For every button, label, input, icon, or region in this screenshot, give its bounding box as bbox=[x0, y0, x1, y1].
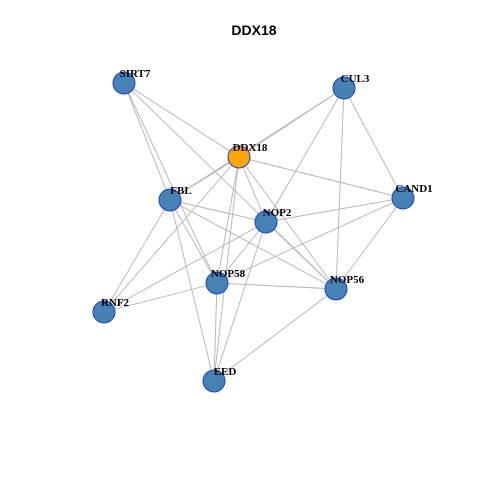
node-circle-sirt7 bbox=[112, 71, 136, 95]
node-cul3: CUL3 bbox=[332, 73, 370, 100]
edge-nop56-cand1 bbox=[335, 197, 404, 290]
edge-fbl-nop56 bbox=[169, 199, 337, 290]
node-cand1: CAND1 bbox=[391, 183, 433, 210]
edge-ddx18-nop56 bbox=[238, 156, 337, 290]
node-label-ddx18: DDX18 bbox=[233, 142, 268, 154]
graph-title: DDX18 bbox=[231, 22, 276, 38]
node-label-cand1: CAND1 bbox=[395, 183, 432, 195]
node-nop2: NOP2 bbox=[254, 207, 292, 234]
edge-nop58-eed bbox=[213, 282, 218, 382]
node-nop56: NOP56 bbox=[324, 274, 365, 301]
edge-ddx18-fbl bbox=[169, 156, 240, 201]
node-circle-cul3 bbox=[332, 76, 356, 100]
edge-fbl-nop2 bbox=[169, 199, 267, 223]
node-circle-nop58 bbox=[205, 271, 229, 295]
edge-sirt7-nop58 bbox=[123, 82, 218, 284]
edge-cul3-nop2 bbox=[265, 87, 345, 223]
edge-ddx18-nop58 bbox=[216, 156, 240, 284]
node-label-fbl: FBL bbox=[170, 185, 191, 197]
node-circle-nop56 bbox=[324, 277, 348, 301]
edge-nop2-cand1 bbox=[265, 197, 404, 223]
edge-nop58-cand1 bbox=[216, 197, 404, 284]
edge-nop2-rnf2 bbox=[103, 221, 267, 313]
node-circle-fbl bbox=[158, 188, 182, 212]
edge-nop2-nop56 bbox=[265, 221, 337, 290]
edge-fbl-rnf2 bbox=[103, 199, 171, 313]
node-nop58: NOP58 bbox=[205, 268, 246, 295]
node-circle-rnf2 bbox=[92, 300, 116, 324]
node-label-sirt7: SIRT7 bbox=[120, 68, 151, 80]
edge-nop58-nop56 bbox=[216, 282, 337, 290]
edge-ddx18-eed bbox=[213, 156, 240, 382]
node-eed: EED bbox=[202, 366, 237, 393]
edge-cul3-nop56 bbox=[335, 87, 345, 290]
node-circle-cand1 bbox=[391, 186, 415, 210]
node-label-nop2: NOP2 bbox=[263, 207, 292, 219]
edge-nop2-eed bbox=[213, 221, 267, 382]
node-ddx18: DDX18 bbox=[227, 142, 268, 169]
edge-sirt7-fbl bbox=[123, 82, 171, 201]
edge-nop58-rnf2 bbox=[103, 282, 218, 313]
node-label-nop56: NOP56 bbox=[330, 274, 365, 286]
node-sirt7: SIRT7 bbox=[112, 68, 151, 95]
node-label-nop58: NOP58 bbox=[211, 268, 246, 280]
edge-layer bbox=[103, 82, 404, 382]
node-circle-nop2 bbox=[254, 210, 278, 234]
edge-ddx18-rnf2 bbox=[103, 156, 240, 313]
edge-fbl-eed bbox=[169, 199, 215, 382]
edge-ddx18-cand1 bbox=[238, 156, 404, 199]
node-circle-eed bbox=[202, 369, 226, 393]
node-fbl: FBL bbox=[158, 185, 192, 212]
edge-cul3-fbl bbox=[169, 87, 345, 201]
node-label-cul3: CUL3 bbox=[341, 73, 370, 85]
edge-cul3-cand1 bbox=[343, 87, 404, 199]
node-label-eed: EED bbox=[214, 366, 237, 378]
edge-sirt7-ddx18 bbox=[123, 82, 240, 158]
edge-nop56-eed bbox=[213, 288, 337, 382]
edge-fbl-nop58 bbox=[169, 199, 218, 284]
edge-ddx18-nop2 bbox=[238, 156, 267, 223]
node-label-rnf2: RNF2 bbox=[101, 297, 130, 309]
edge-nop2-nop58 bbox=[216, 221, 267, 284]
node-circle-ddx18 bbox=[227, 145, 251, 169]
node-rnf2: RNF2 bbox=[92, 297, 130, 324]
